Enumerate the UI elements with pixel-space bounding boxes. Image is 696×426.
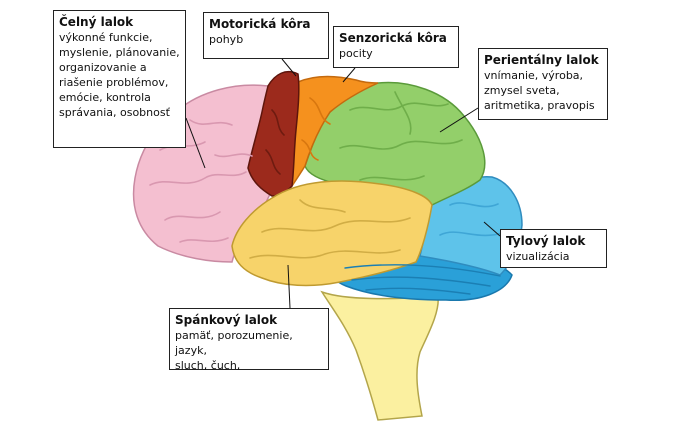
sensory-gyri [301, 97, 331, 161]
temporal-lobe-description: pamäť, porozumenie, jazyk, sluch, čuch, [175, 329, 293, 372]
temporal-lobe-label: Spánkový lalok pamäť, porozumenie, jazyk… [169, 308, 329, 372]
pointer-lines [185, 58, 501, 309]
occipital-lobe-label: Tylový lalok vizualizácia [500, 229, 607, 268]
cerebellum-folia [344, 264, 501, 295]
parietal-gyri [339, 91, 463, 181]
sensory-cortex-label: Senzorická kôra pocity [333, 26, 459, 68]
parietal-lobe-description: vnímanie, výroba, zmysel sveta, aritmeti… [484, 69, 595, 112]
sensory-cortex-description: pocity [339, 47, 373, 60]
parietal-lobe-label: Perientálny lalok vnímanie, výroba, zmys… [478, 48, 608, 120]
occipital-lobe-title: Tylový lalok [506, 234, 586, 248]
motor-gyri [265, 109, 285, 175]
brainstem [320, 290, 439, 421]
occipital-lobe-description: vizualizácia [506, 250, 570, 263]
temporal-lobe [231, 180, 433, 287]
frontal-lobe-title: Čelný lalok [59, 15, 134, 29]
frontal-lobe-label: Čelný lalok výkonné funkcie, myslenie, p… [53, 10, 186, 148]
parietal-lobe [304, 81, 486, 207]
frontal-lobe-description: výkonné funkcie, myslenie, plánovanie, o… [59, 31, 180, 119]
frontal-gyri [149, 119, 253, 243]
temporal-lobe-title: Spánkový lalok [175, 313, 278, 327]
motor-cortex-title: Motorická kôra [209, 17, 311, 31]
parietal-lobe-title: Perientálny lalok [484, 53, 599, 67]
motor-cortex-label: Motorická kôra pohyb [203, 12, 329, 59]
temporal-gyri [249, 199, 411, 259]
sensory-cortex-title: Senzorická kôra [339, 31, 447, 45]
motor-cortex-description: pohyb [209, 33, 244, 46]
